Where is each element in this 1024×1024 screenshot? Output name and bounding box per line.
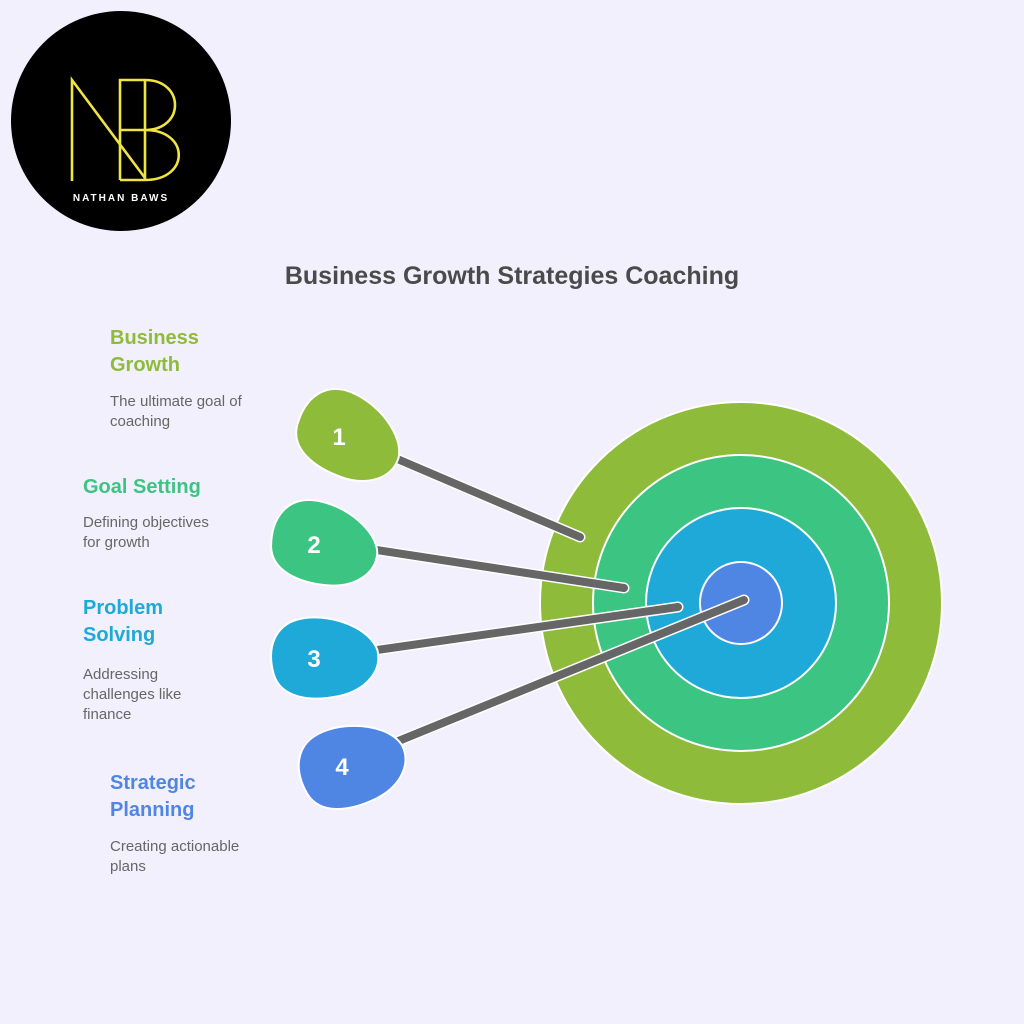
dart-number: 1: [332, 424, 345, 451]
item-description: Addressing challenges like finance: [83, 665, 181, 725]
dart-number: 2: [307, 532, 320, 559]
item-description: The ultimate goal of coaching: [110, 392, 242, 432]
nb-monogram-icon: [70, 76, 181, 182]
item-description: Defining objectives for growth: [83, 513, 209, 553]
item-description: Creating actionable plans: [110, 837, 239, 877]
dart-head-1: [295, 387, 401, 482]
description-line: Defining objectives: [83, 514, 209, 531]
heading-line: Solving: [83, 624, 156, 646]
page-title: Business Growth Strategies Coaching: [284, 262, 740, 290]
heading-line: Business: [110, 327, 199, 349]
description-line: finance: [83, 706, 132, 723]
dart-number: 3: [307, 646, 320, 673]
description-line: challenges like: [83, 686, 182, 703]
description-line: for growth: [83, 534, 150, 551]
dart-head-3: [270, 616, 380, 700]
heading-line: Strategic: [110, 772, 196, 794]
logo: NATHAN BAWS: [11, 11, 231, 231]
dart-head-2: [270, 499, 379, 587]
item-heading: Goal Setting: [83, 474, 201, 501]
description-line: plans: [110, 858, 146, 875]
dart-3: [270, 616, 380, 700]
heading-line: Growth: [110, 354, 180, 376]
description-line: The ultimate goal of: [110, 393, 242, 410]
heading-line: Problem: [83, 597, 164, 619]
heading-line: Goal Setting: [83, 476, 201, 498]
description-line: Addressing: [83, 666, 159, 683]
description-line: Creating actionable: [110, 838, 240, 855]
dart-1: [295, 387, 401, 482]
dart-2: [270, 499, 379, 587]
dart-head-4: [297, 724, 407, 810]
description-line: coaching: [110, 413, 171, 430]
dart-4: [297, 724, 407, 810]
heading-line: Planning: [110, 799, 195, 821]
dart-number: 4: [335, 754, 349, 781]
logo-text: NATHAN BAWS: [72, 193, 170, 204]
